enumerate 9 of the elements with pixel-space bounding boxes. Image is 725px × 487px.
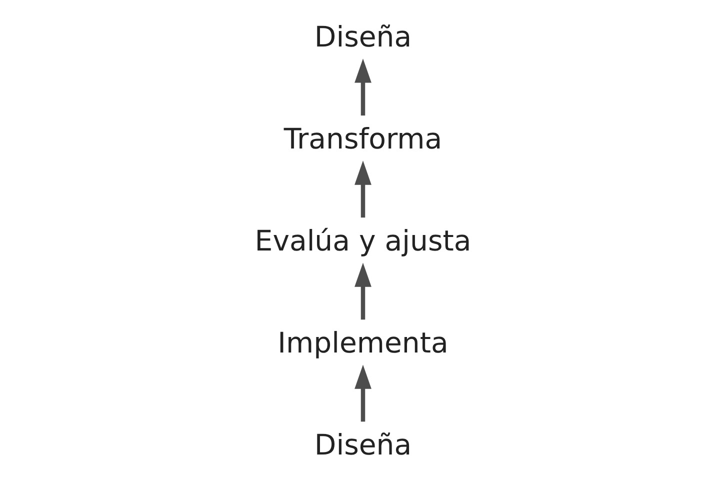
node-text: Diseña [314,20,412,54]
node-text: Transforma [283,122,442,156]
node-text: Evalúa y ajusta [254,224,471,258]
arrow [354,58,371,116]
arrow [354,262,371,320]
arrow [354,364,371,422]
node-text: Implementa [277,326,448,360]
arrow [354,160,371,218]
node-text: Diseña [314,428,412,462]
